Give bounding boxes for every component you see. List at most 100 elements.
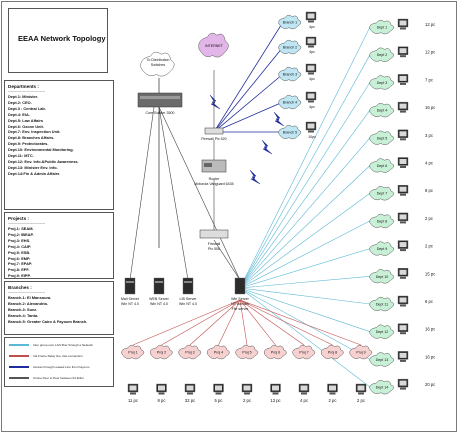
proj-pc-8 bbox=[327, 383, 338, 395]
branch-item-1: Branch.1: El Mansoura. bbox=[8, 295, 52, 300]
dept-count-1: 12 pc bbox=[425, 22, 435, 27]
proj-pc-7-display bbox=[300, 385, 308, 391]
proj-count-7: 4 pc bbox=[300, 398, 308, 403]
proj-cloud-8 bbox=[320, 344, 344, 360]
firewall-bottom-label: Firewall bbox=[208, 242, 221, 246]
department-item-3: Dept.3 : Central Lab. bbox=[8, 105, 46, 111]
proj-count-4: 5 pc bbox=[215, 398, 223, 403]
branch-cloud-label-2: Branch 2 bbox=[283, 46, 297, 50]
proj-link-9 bbox=[239, 299, 362, 346]
dept-count-5: 3 pc bbox=[425, 133, 433, 138]
dept-pc-11-base bbox=[400, 304, 406, 307]
proj-cloud-label-8: Proj 8 bbox=[328, 351, 337, 355]
dept-pc-13-base bbox=[400, 359, 406, 362]
dept-count-4: 16 pc bbox=[425, 105, 435, 110]
proj-link-1 bbox=[132, 299, 241, 346]
branch-link-4 bbox=[213, 101, 284, 133]
branch-cloud-3-shape bbox=[278, 66, 302, 82]
project-item-5: Proj.5: ESB. bbox=[8, 249, 31, 255]
dept-cloud-14-shape bbox=[369, 379, 395, 395]
distribution-cloud-label-2: Switches bbox=[151, 63, 166, 67]
proj-pc-1-base bbox=[130, 392, 136, 395]
branch-pc-4-base bbox=[308, 100, 314, 103]
diagram-title: EEAA Network Topology bbox=[18, 34, 106, 43]
proj-cloud-8-shape bbox=[320, 344, 344, 360]
branch-pc-3-display bbox=[307, 65, 315, 71]
proj-cloud-1-shape bbox=[121, 344, 145, 360]
dept-link-5 bbox=[239, 137, 371, 289]
branch-pc-2-display bbox=[307, 38, 315, 44]
dept-link-1 bbox=[239, 26, 371, 289]
proj-pc-8-display bbox=[329, 385, 336, 391]
proj-cloud-3-shape bbox=[178, 344, 202, 360]
proj-pc-4-display bbox=[215, 385, 222, 391]
proj-pc-5 bbox=[241, 383, 253, 395]
dept-count-8: 2 pc bbox=[425, 216, 433, 221]
branch-pc-3 bbox=[305, 63, 317, 75]
proj-cloud-7 bbox=[292, 344, 316, 360]
proj-cloud-7-shape bbox=[292, 344, 316, 360]
branch-cloud-1 bbox=[278, 14, 302, 30]
branch-item-4: Branch.4: Tanta. bbox=[8, 312, 39, 318]
branch-pc-5-display bbox=[307, 123, 315, 129]
branch-pc-2 bbox=[305, 36, 317, 48]
proj-link-7 bbox=[239, 299, 305, 346]
proj-cloud-5 bbox=[235, 344, 259, 360]
proj-cloud-label-7: Proj 7 bbox=[299, 351, 308, 355]
distribution-cloud-shape bbox=[140, 51, 175, 77]
dept-cloud-8 bbox=[369, 213, 395, 229]
branch-pc-3-base bbox=[308, 72, 314, 75]
dept-count-2: 12 pc bbox=[425, 50, 435, 55]
proj-pc-9-display bbox=[357, 385, 365, 391]
proj-pc-4-base bbox=[215, 392, 222, 395]
dept-cloud-label-11: Dept 11 bbox=[376, 303, 388, 307]
dept-cloud-1 bbox=[369, 19, 395, 35]
proj-count-9: 2 pc bbox=[357, 398, 365, 403]
branch-cloud-5-shape bbox=[278, 124, 302, 140]
server-3-bay bbox=[184, 281, 192, 283]
dept-cloud-5 bbox=[369, 130, 395, 146]
dept-pc-13-display bbox=[399, 352, 407, 358]
server-3-tower bbox=[182, 277, 194, 295]
branches-panel: Branches : ---------------------------- … bbox=[4, 281, 114, 335]
dept-cloud-11 bbox=[369, 296, 395, 312]
dept-pc-12 bbox=[397, 323, 409, 335]
dept-cloud-9 bbox=[369, 241, 395, 256]
departments-heading: Departments : bbox=[8, 84, 39, 89]
branch-cloud-label-4: Branch 4 bbox=[283, 101, 297, 105]
dept-cloud-5-shape bbox=[369, 130, 395, 146]
dept-pc-5-display bbox=[399, 131, 407, 137]
projects-list: Proj.1: SEAM.Proj.2: IBEAP.Proj.3: EHS.P… bbox=[5, 225, 113, 279]
proj-pc-5-display bbox=[243, 385, 251, 391]
department-item-12: Dept.12: Env. Info.&Public Awareness. bbox=[8, 158, 79, 164]
central-server-tower bbox=[234, 277, 246, 295]
backbone-bolt-1 bbox=[249, 169, 261, 185]
proj-cloud-9 bbox=[349, 344, 373, 360]
dept-pc-3-base bbox=[400, 82, 406, 85]
dept-pc-14-base bbox=[400, 387, 406, 390]
projects-panel: Projects : ---------------------------- … bbox=[4, 212, 114, 279]
dept-count-14: 20 pc bbox=[425, 382, 435, 387]
department-item-5: Dept.5: Law Affairs bbox=[8, 117, 44, 123]
dept-pc-9-base bbox=[400, 249, 406, 252]
core-switch-label: Core Builder 3500 bbox=[146, 111, 175, 115]
dept-pc-6-display bbox=[399, 159, 407, 164]
dept-cloud-label-8: Dept 8 bbox=[377, 219, 388, 223]
branch-cloud-1-shape bbox=[278, 14, 302, 30]
proj-pc-9 bbox=[355, 383, 367, 395]
proj-pc-1-display bbox=[129, 385, 137, 391]
dept-cloud-label-5: Dept 5 bbox=[377, 136, 388, 140]
dept-cloud-1-shape bbox=[369, 19, 395, 35]
department-item-4: Dept.4: EIA. bbox=[8, 111, 30, 117]
dept-cloud-label-9: Dept 9 bbox=[377, 247, 388, 251]
proj-pc-4 bbox=[213, 383, 224, 395]
proj-cloud-label-4: Proj 4 bbox=[214, 351, 223, 355]
dept-pc-1-display bbox=[399, 20, 407, 26]
branch-cloud-2-shape bbox=[278, 39, 302, 55]
dept-cloud-label-4: Dept 4 bbox=[377, 109, 388, 113]
dept-cloud-6-shape bbox=[369, 158, 395, 173]
project-item-8: Proj.8: EPF. bbox=[8, 267, 30, 273]
dept-cloud-10-shape bbox=[369, 269, 395, 284]
dept-link-6 bbox=[239, 165, 371, 289]
